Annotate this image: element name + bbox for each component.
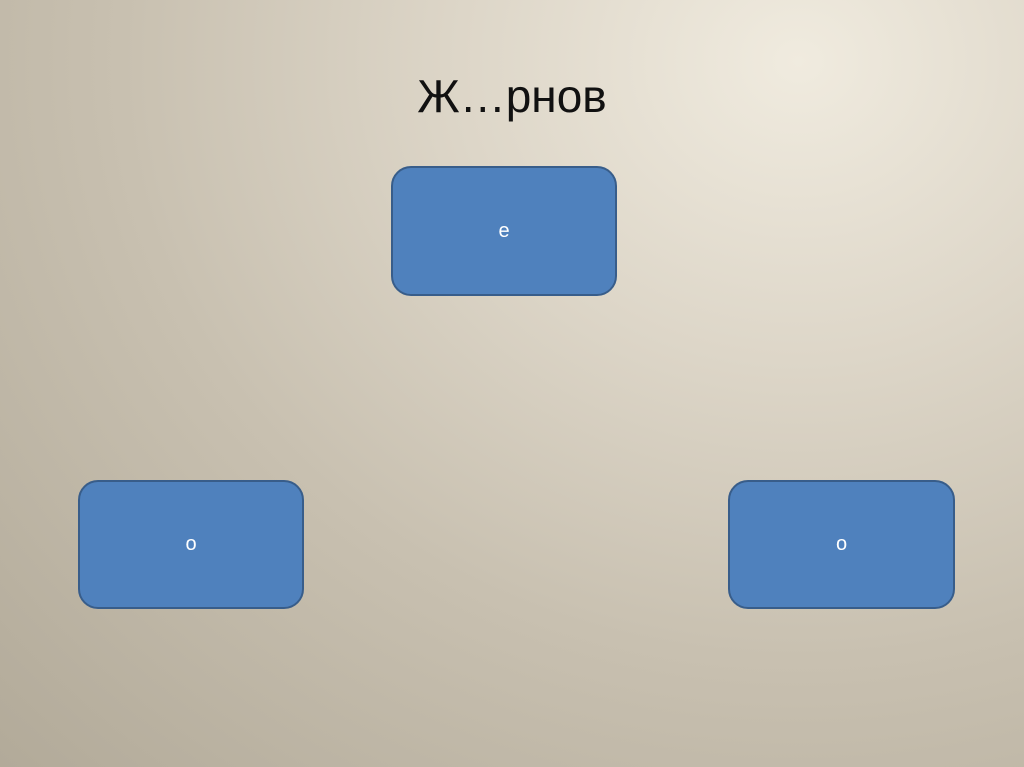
diagram-box-top: е [391, 166, 617, 296]
box-label: о [185, 533, 197, 555]
diagram-box-bottom-right: о [728, 480, 955, 609]
box-label: е [498, 219, 510, 242]
slide-title: Ж…рнов [417, 70, 607, 122]
box-label: о [835, 533, 848, 555]
diagram-box-bottom-left: о [78, 480, 304, 609]
